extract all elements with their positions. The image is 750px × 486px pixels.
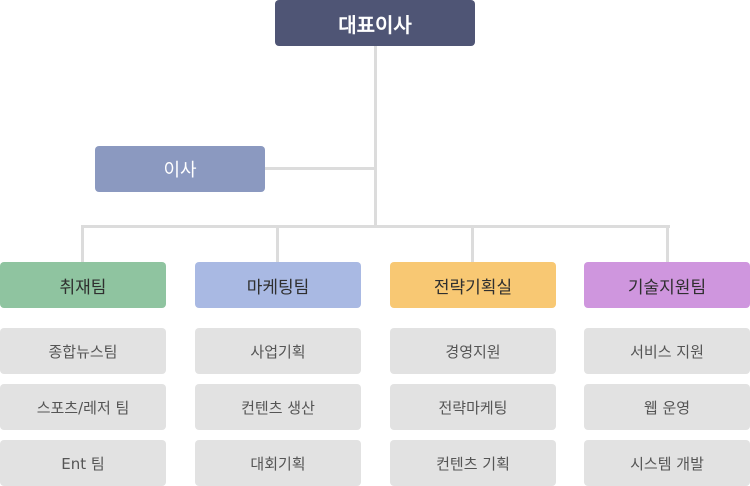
team-node: 전략마케팅 <box>390 384 556 430</box>
dept-drop-line-4 <box>666 225 669 262</box>
department-node: 전략기획실 <box>390 262 556 308</box>
director-branch-line <box>265 167 375 170</box>
team-node: 사업기획 <box>195 328 361 374</box>
team-node: 컨텐츠 기획 <box>390 440 556 486</box>
team-node: 종합뉴스팀 <box>0 328 166 374</box>
department-node: 마케팅팀 <box>195 262 361 308</box>
department-node: 기술지원팀 <box>584 262 750 308</box>
team-node: 서비스 지원 <box>584 328 750 374</box>
team-node: 컨텐츠 생산 <box>195 384 361 430</box>
team-node: 경영지원 <box>390 328 556 374</box>
dept-drop-line-1 <box>81 225 84 262</box>
team-node: 시스템 개발 <box>584 440 750 486</box>
department-node: 취재팀 <box>0 262 166 308</box>
dept-drop-line-2 <box>276 225 279 262</box>
team-node: Ent 팀 <box>0 440 166 486</box>
team-node: 스포츠/레저 팀 <box>0 384 166 430</box>
ceo-node: 대표이사 <box>275 0 475 46</box>
director-node: 이사 <box>95 146 265 192</box>
dept-drop-line-3 <box>471 225 474 262</box>
ceo-trunk-line <box>374 46 377 226</box>
team-node: 웹 운영 <box>584 384 750 430</box>
department-bus-line <box>81 225 670 228</box>
team-node: 대회기획 <box>195 440 361 486</box>
